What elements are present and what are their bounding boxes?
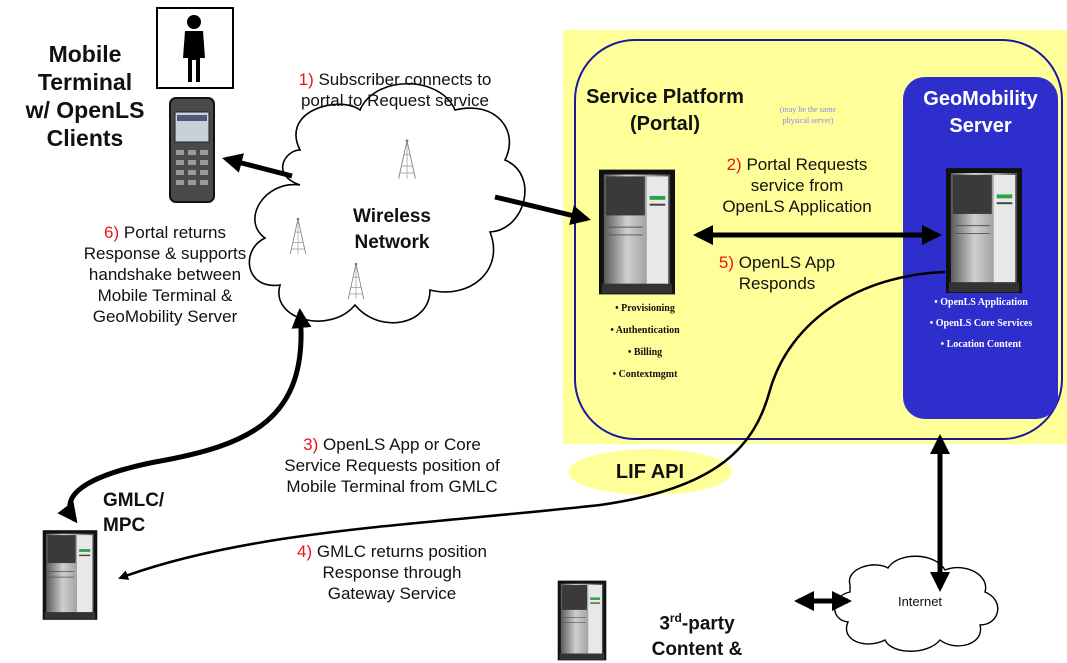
service-platform-title-line2: (Portal) bbox=[630, 113, 700, 135]
same-server-note: (may be the same physical server) bbox=[758, 104, 858, 126]
gmlc-label-line2: MPC bbox=[103, 515, 146, 536]
geomobility-title: GeoMobility Server bbox=[903, 86, 1058, 140]
portal-feature-authentication: • Authentication bbox=[610, 325, 680, 336]
same-server-note-line2: physical server) bbox=[782, 116, 834, 125]
arrow-network-portal bbox=[494, 194, 591, 226]
step-1-line1: Subscriber connects to bbox=[318, 70, 492, 89]
step-6-line1: Portal returns bbox=[123, 223, 226, 242]
mobile-terminal-label: Mobile Terminal w/ OpenLS Clients bbox=[5, 40, 165, 152]
geomobility-server-icon bbox=[945, 167, 1023, 294]
lif-api-label: LIF API bbox=[615, 461, 685, 483]
geomobility-feature-application: • OpenLS Application bbox=[934, 297, 1028, 308]
step-5-line2: Responds bbox=[738, 274, 816, 293]
portal-feature-context: • Contextmgmt bbox=[612, 369, 678, 380]
step-2-line1: Portal Requests bbox=[746, 155, 868, 174]
step-6-line2: Response & supports bbox=[83, 244, 247, 263]
step-4-label: 4) GMLC returns position Response throug… bbox=[272, 541, 512, 604]
mobile-terminal-line3: w/ OpenLS bbox=[25, 97, 145, 123]
step-3-line2: Service Requests position of bbox=[284, 456, 500, 475]
gmlc-server-icon bbox=[42, 529, 98, 621]
internet-label: Internet bbox=[897, 594, 943, 609]
portal-feature-list: • Provisioning • Authentication • Billin… bbox=[585, 298, 705, 386]
step-1-number: 1) bbox=[298, 70, 314, 89]
wireless-network-cloud bbox=[248, 82, 526, 324]
geomobility-title-line2: Server bbox=[949, 115, 1012, 137]
mobile-terminal-line1: Mobile bbox=[48, 41, 122, 67]
portal-feature-provisioning: • Provisioning bbox=[615, 303, 675, 314]
step-2-line2: service from bbox=[750, 176, 844, 195]
step-6-label: 6) Portal returns Response & supports ha… bbox=[50, 222, 280, 327]
arrow-network-gmlc bbox=[57, 308, 312, 524]
service-platform-title-line1: Service Platform bbox=[586, 86, 744, 108]
step-3-number: 3) bbox=[303, 435, 319, 454]
internet-cloud bbox=[834, 555, 999, 652]
portal-feature-billing: • Billing bbox=[627, 347, 663, 358]
step-1-label: 1) Subscriber connects to portal to Requ… bbox=[250, 69, 540, 111]
step-1-line2: portal to Request service bbox=[300, 91, 490, 110]
mobile-terminal-line4: Clients bbox=[46, 125, 124, 151]
third-party-ordinal: 3 bbox=[659, 613, 670, 635]
step-2-line3: OpenLS Application bbox=[722, 197, 872, 216]
arrow-terminal-network bbox=[222, 153, 293, 179]
step-6-line5: GeoMobility Server bbox=[92, 307, 238, 326]
service-platform-title: Service Platform (Portal) bbox=[560, 84, 770, 138]
geomobility-feature-list: • OpenLS Application • OpenLS Core Servi… bbox=[905, 292, 1057, 355]
step-4-line2: Response through bbox=[322, 563, 462, 582]
wireless-network-line1: Wireless bbox=[353, 206, 431, 227]
portal-server-icon bbox=[598, 169, 676, 295]
third-party-word: -party bbox=[681, 613, 735, 635]
mobile-terminal-line2: Terminal bbox=[37, 69, 133, 95]
lif-api-ellipse bbox=[568, 449, 732, 495]
step-4-line3: Gateway Service bbox=[327, 584, 457, 603]
step-2-label: 2) Portal Requests service from OpenLS A… bbox=[682, 154, 912, 217]
step-3-line3: Mobile Terminal from GMLC bbox=[286, 477, 498, 496]
gmlc-label-line1: GMLC/ bbox=[103, 490, 165, 511]
wireless-network-label: Wireless Network bbox=[322, 204, 462, 256]
wireless-network-line2: Network bbox=[354, 232, 430, 253]
third-party-line2: Content & bbox=[651, 639, 743, 661]
step-2-number: 2) bbox=[726, 155, 742, 174]
step-3-label: 3) OpenLS App or Core Service Requests p… bbox=[262, 434, 522, 497]
third-party-label: 3rd-party Content & bbox=[622, 605, 772, 663]
step-6-number: 6) bbox=[104, 223, 120, 242]
geomobility-feature-core-services: • OpenLS Core Services bbox=[929, 318, 1033, 329]
step-5-number: 5) bbox=[718, 253, 734, 272]
geomobility-title-line1: GeoMobility bbox=[923, 88, 1038, 110]
same-server-note-line1: (may be the same bbox=[779, 105, 837, 114]
step-4-line1: GMLC returns position bbox=[316, 542, 487, 561]
step-3-line1: OpenLS App or Core bbox=[323, 435, 481, 454]
step-4-number: 4) bbox=[297, 542, 313, 561]
third-party-ordinal-suffix: rd bbox=[669, 611, 682, 625]
arrow-geomobility-gmlc bbox=[118, 270, 946, 580]
step-6-line4: Mobile Terminal & bbox=[97, 286, 233, 305]
step-6-line3: handshake between bbox=[88, 265, 242, 284]
step-5-label: 5) OpenLS App Responds bbox=[702, 252, 852, 294]
mobile-phone-icon bbox=[169, 97, 215, 203]
gmlc-label: GMLC/ MPC bbox=[103, 488, 183, 538]
geomobility-feature-location-content: • Location Content bbox=[940, 339, 1022, 350]
third-party-server-icon bbox=[557, 580, 607, 661]
step-5-line1: OpenLS App bbox=[738, 253, 836, 272]
